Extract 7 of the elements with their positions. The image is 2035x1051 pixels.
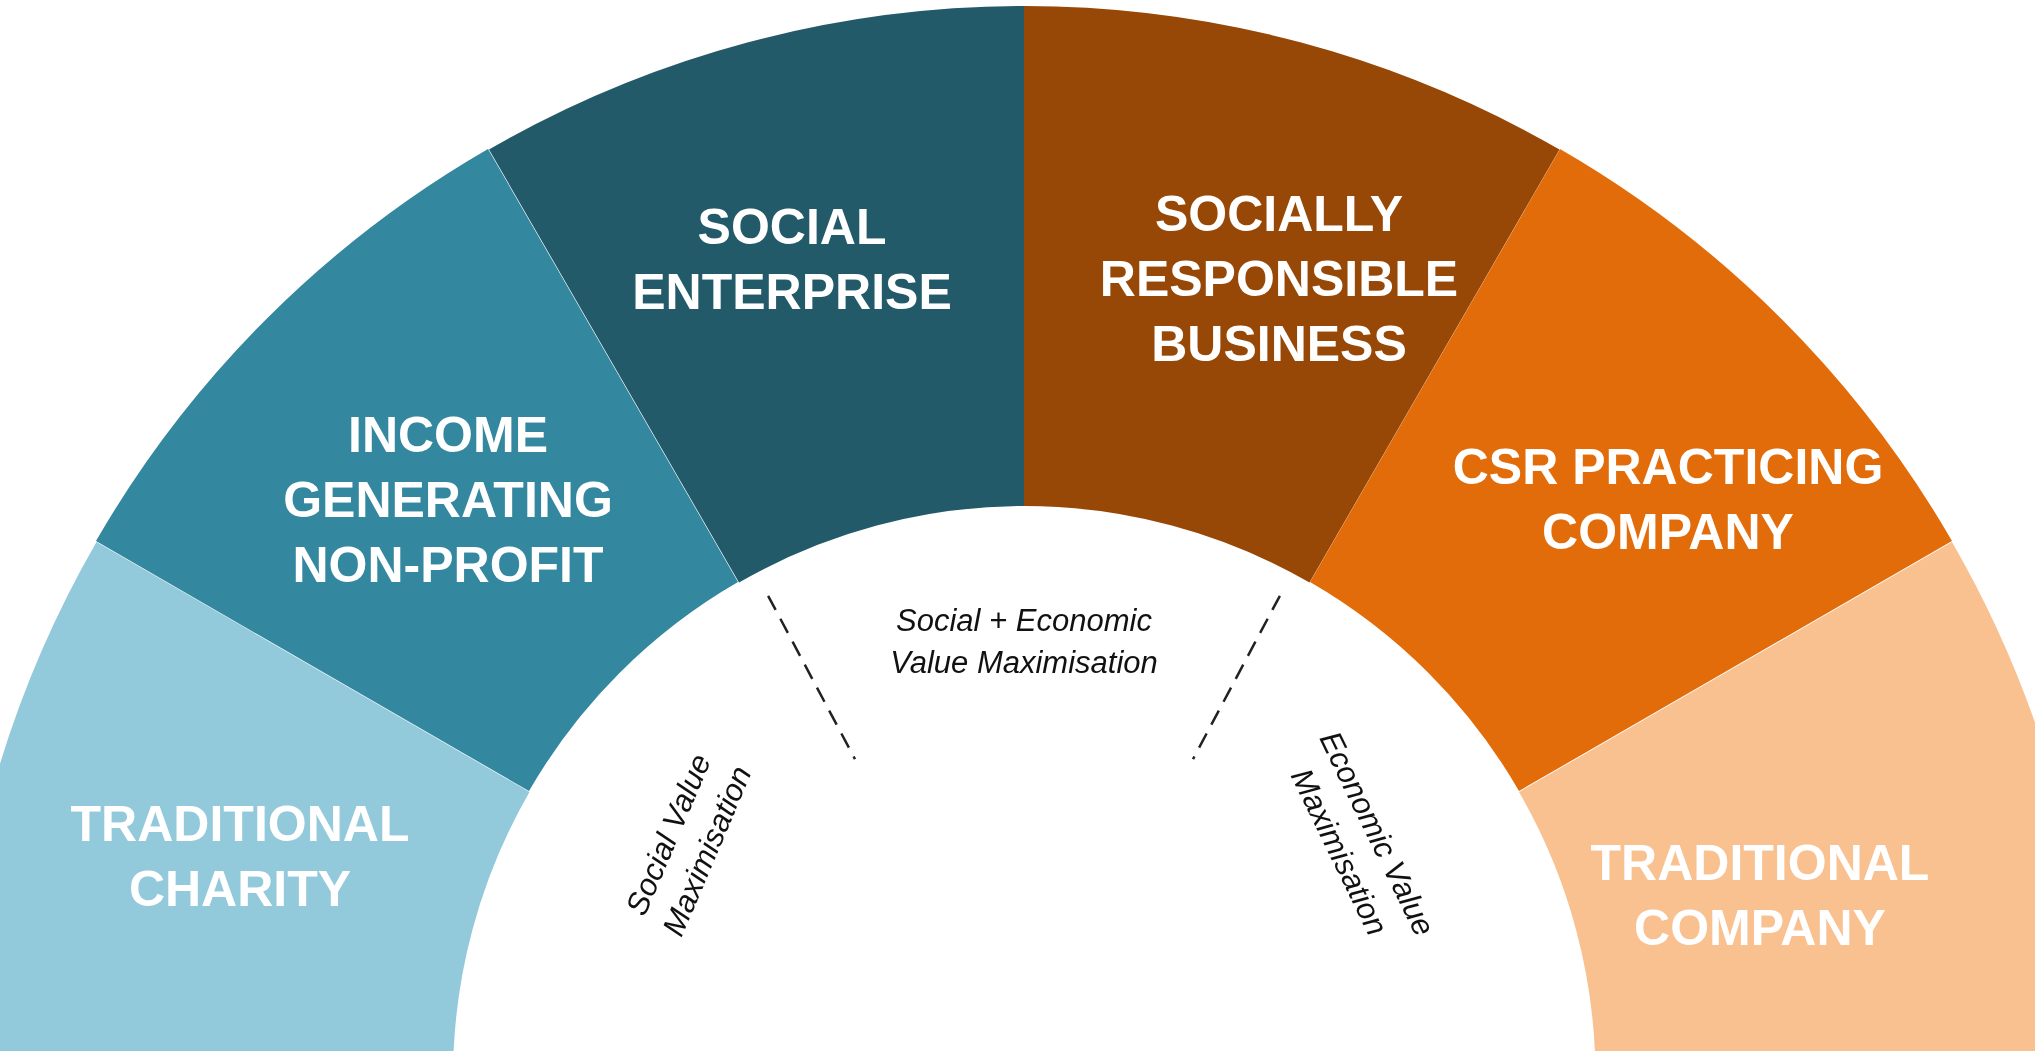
segment-label: SOCIALLY RESPONSIBLE BUSINESS (1098, 184, 1460, 374)
segment-label: TRADITIONAL CHARITY (69, 795, 411, 919)
segment-label: CSR PRACTICING COMPANY (1451, 438, 1885, 562)
segment-label: INCOME GENERATING NON-PROFIT (282, 405, 614, 595)
region-label: Social + Economic Value Maximisation (889, 602, 1159, 682)
segment-label: TRADITIONAL COMPANY (1589, 834, 1931, 958)
segment-label: SOCIAL ENTERPRISE (631, 198, 953, 322)
